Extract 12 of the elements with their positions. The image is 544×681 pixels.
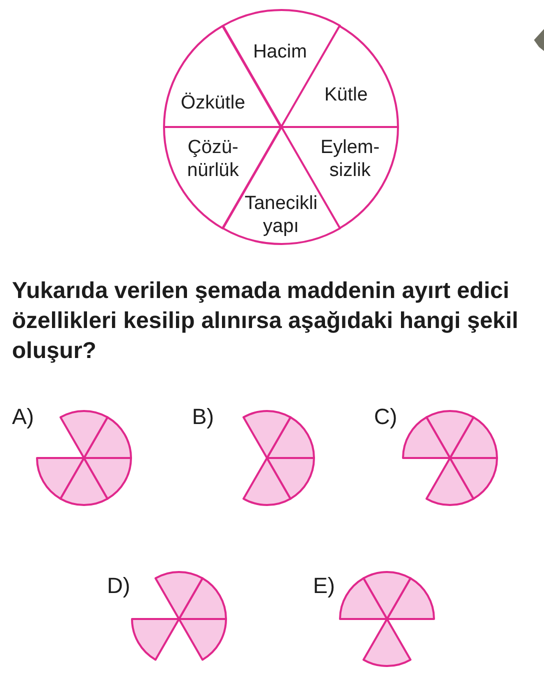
- option-letter: C): [374, 404, 398, 430]
- sector-label: Özkütle: [180, 91, 246, 114]
- sector-label: Çözü- nürlük: [187, 136, 239, 182]
- option-letter: E): [313, 573, 335, 599]
- sector-label: Kütle: [324, 83, 368, 106]
- question-text: Yukarıda verilen şemada maddenin ayırt edici özellikleri kesilip alınırsa aşağıdaki hangi şekil oluşur?: [12, 276, 520, 365]
- option-letter: B): [192, 404, 214, 430]
- sector-label: Eylem- sizlik: [320, 136, 380, 182]
- option-letter: A): [12, 404, 34, 430]
- option-letter: D): [107, 573, 130, 599]
- sector-label: Hacim: [253, 40, 307, 64]
- sector-label: Tanecikli yapı: [244, 192, 318, 238]
